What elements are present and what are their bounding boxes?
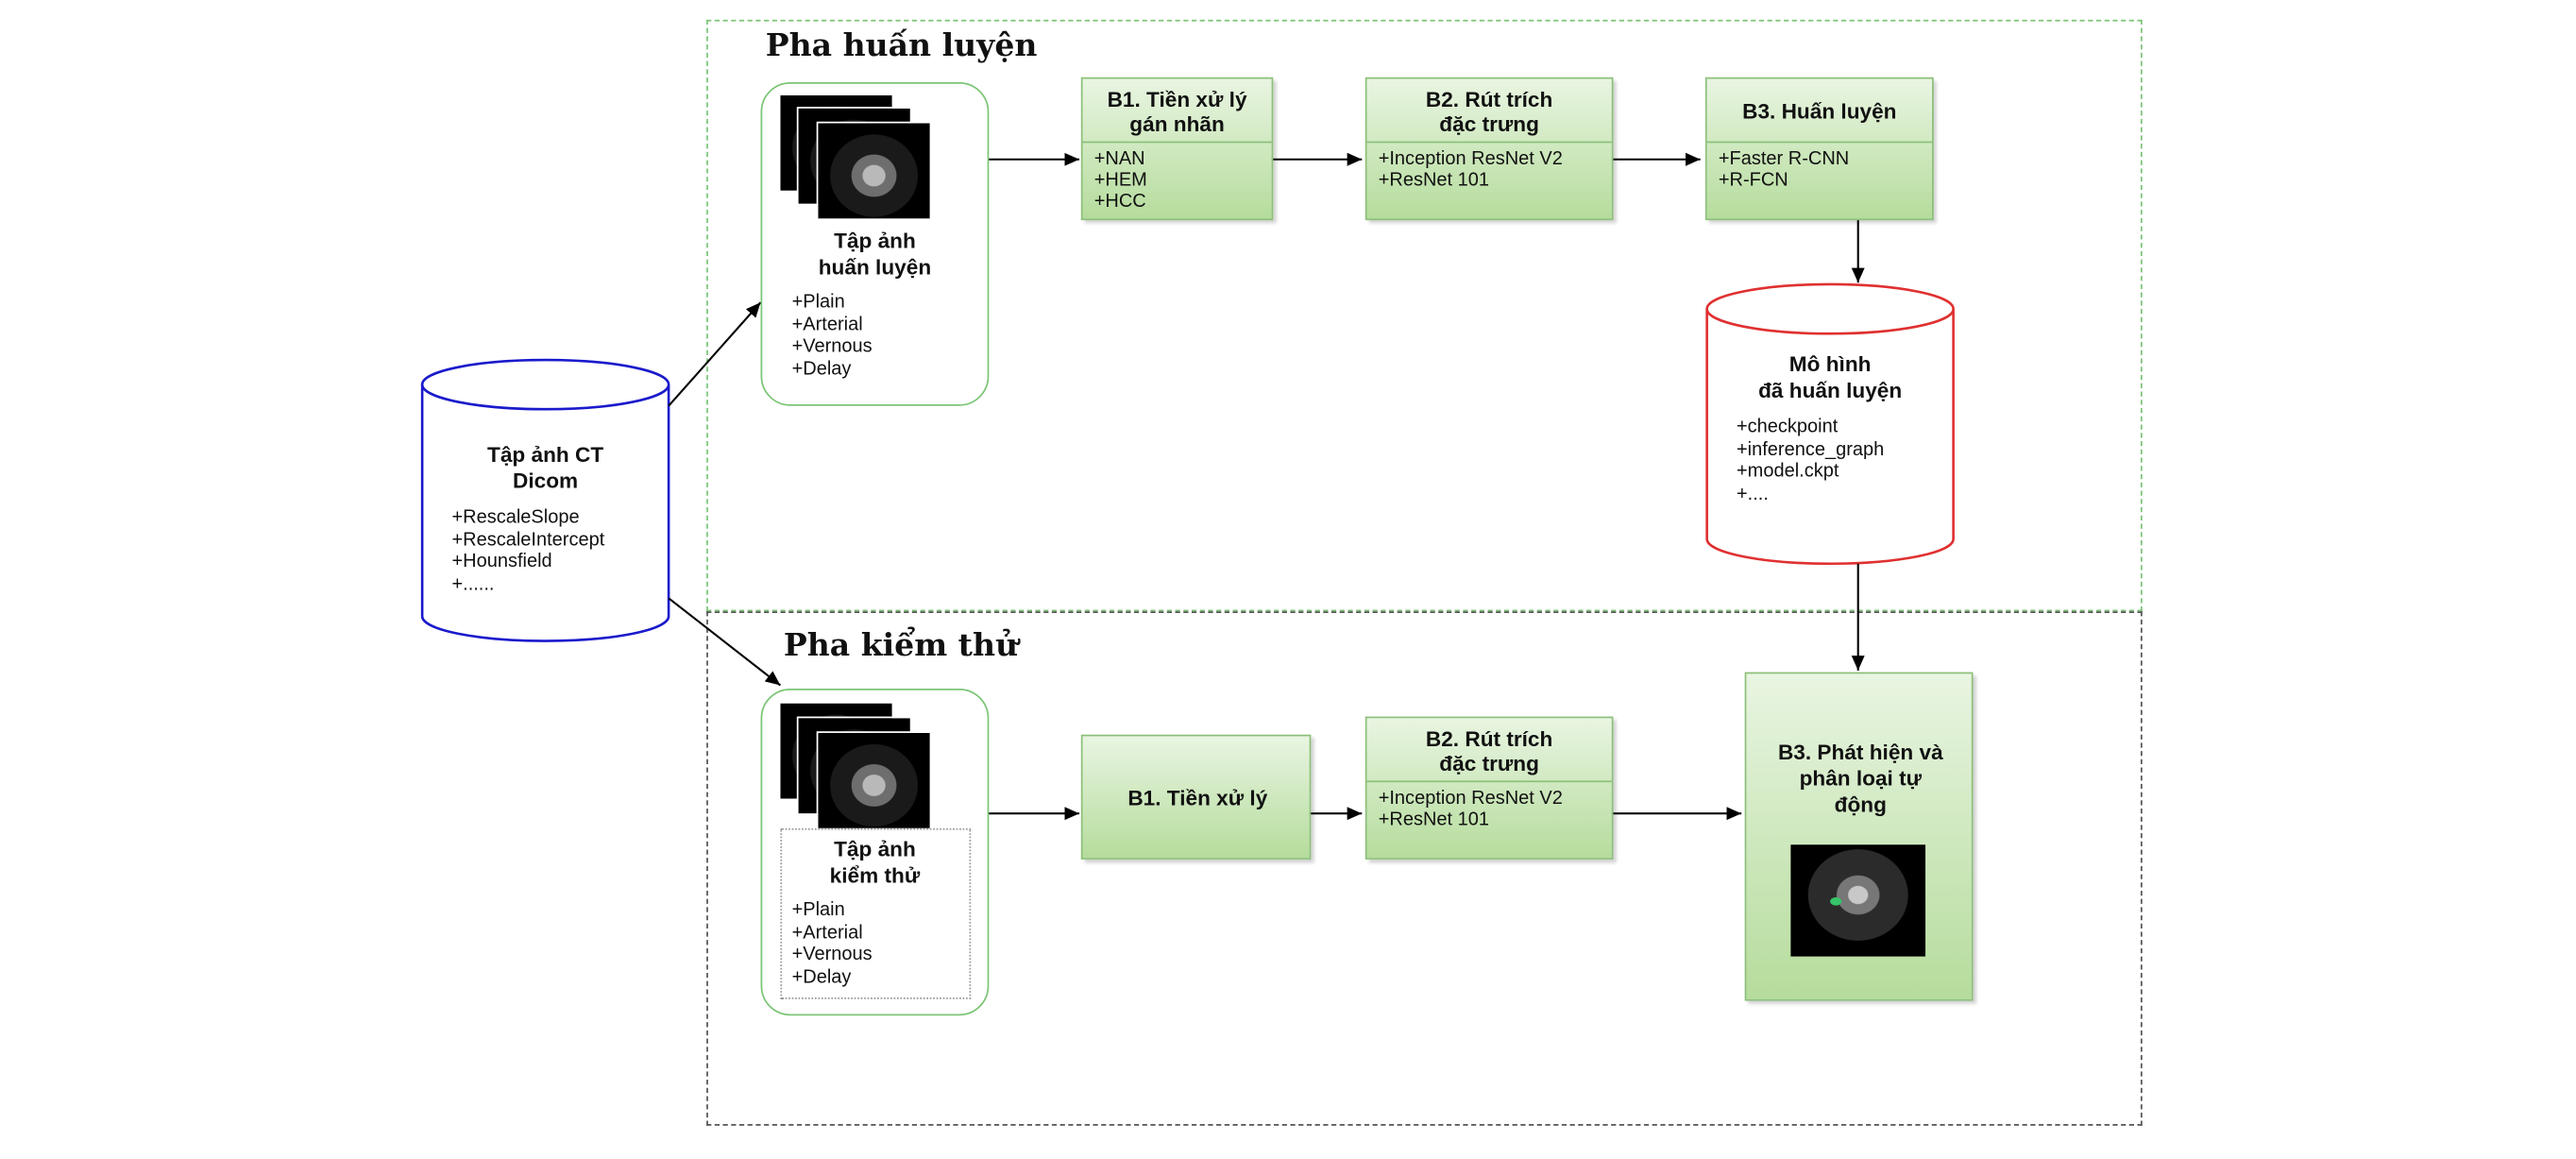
trained-model-title-line1: Mô hình xyxy=(1788,351,1872,377)
list-item: +NAN xyxy=(1093,149,1145,170)
training-set-title-line1: Tập ảnh xyxy=(834,228,916,253)
list-item: +Faster R-CNN xyxy=(1718,149,1850,170)
ct-dicom-title: Tập ảnh CT Dicom xyxy=(431,442,661,495)
test-set-title: Tập ảnh kiểm thử xyxy=(761,837,990,890)
arrow-db-to-test-set xyxy=(668,597,782,687)
test-set-inner-frame xyxy=(780,827,972,999)
ct-slice-image xyxy=(816,731,932,830)
ct-slice-image xyxy=(816,121,932,221)
test-b3-title: B3. Phát hiện và phân loại tự động xyxy=(1746,740,1974,819)
list-item: +HCC xyxy=(1093,192,1146,213)
list-item: +Plain xyxy=(791,292,845,313)
list-item: +Inception ResNet V2 xyxy=(1378,789,1563,809)
trained-model-cylinder xyxy=(1705,282,1955,566)
list-item: +R-FCN xyxy=(1718,170,1788,191)
ct-dicom-title-line2: Dicom xyxy=(513,468,579,493)
test-b1-title: B1. Tiền xử lý xyxy=(1127,785,1268,810)
training-set-list: +Plain +Arterial +Vernous +Delay xyxy=(792,293,873,382)
list-item: +HEM xyxy=(1093,170,1147,191)
list-item: +RescaleSlope xyxy=(451,507,580,528)
training-set-title: Tập ảnh huấn luyện xyxy=(761,229,990,281)
trained-model-title-line2: đã huấn luyện xyxy=(1758,378,1903,403)
list-item: +.... xyxy=(1736,484,1769,504)
list-item: +Arterial xyxy=(791,315,863,335)
test-b1-preprocess-box: B1. Tiền xử lý xyxy=(1080,734,1312,860)
list-item: +ResNet 101 xyxy=(1378,170,1490,191)
test-b3-title-line2: phân loại tự xyxy=(1799,765,1923,791)
testing-phase-frame xyxy=(706,611,2143,1126)
ct-dicom-title-line1: Tập ảnh CT xyxy=(487,442,604,468)
train-b2-feature-extraction-box: B2. Rút trích đặc trưng +Inception ResNe… xyxy=(1364,77,1614,221)
trained-model-title: Mô hình đã huấn luyện xyxy=(1715,351,1945,404)
test-b2-title-line1: B2. Rút trích xyxy=(1425,725,1553,752)
list-item: +ResNet 101 xyxy=(1378,810,1490,830)
ct-dicom-list: +RescaleSlope +RescaleIntercept +Hounsfi… xyxy=(451,508,604,597)
list-item: +Inception ResNet V2 xyxy=(1378,149,1563,170)
list-item: +Vernous xyxy=(791,336,873,357)
list-item: +Plain xyxy=(791,900,845,921)
list-item: +Delay xyxy=(791,966,852,987)
test-b2-title-line2: đặc trưng xyxy=(1439,751,1539,776)
training-phase-frame xyxy=(706,19,2143,612)
list-item: +Vernous xyxy=(791,945,873,965)
train-b1-title-line1: B1. Tiền xử lý xyxy=(1107,87,1247,112)
test-b3-title-line1: B3. Phát hiện và xyxy=(1777,739,1943,765)
arrow-db-to-train-set xyxy=(668,301,762,407)
test-b2-feature-extraction-box: B2. Rút trích đặc trưng +Inception ResNe… xyxy=(1364,716,1614,860)
train-b1-preprocess-label-box: B1. Tiền xử lý gán nhãn +NAN +HEM +HCC xyxy=(1080,77,1274,221)
list-item: +model.ckpt xyxy=(1736,461,1839,482)
test-set-title-line2: kiểm thử xyxy=(829,862,921,888)
list-item: +Hounsfield xyxy=(451,552,552,572)
testing-phase-title: Pha kiểm thử xyxy=(783,627,1019,664)
trained-model-list: +checkpoint +inference_graph +model.ckpt… xyxy=(1737,418,1884,506)
train-b2-title-line2: đặc trưng xyxy=(1439,111,1539,137)
test-set-title-line1: Tập ảnh xyxy=(834,836,916,861)
list-item: +RescaleIntercept xyxy=(451,530,605,550)
training-phase-title: Pha huấn luyện xyxy=(765,27,1038,64)
ct-dicom-cylinder xyxy=(420,358,670,642)
list-item: +checkpoint xyxy=(1736,417,1839,437)
test-b3-detection-box: B3. Phát hiện và phân loại tự động xyxy=(1744,672,1974,1001)
test-b3-title-line3: động xyxy=(1834,792,1887,817)
detection-result-image xyxy=(1790,844,1926,957)
list-item: +...... xyxy=(451,574,495,594)
test-set-list: +Plain +Arterial +Vernous +Delay xyxy=(792,900,873,989)
list-item: +inference_graph xyxy=(1736,439,1885,460)
train-b3-title: B3. Huấn luyện xyxy=(1742,98,1897,124)
list-item: +Arterial xyxy=(791,922,863,943)
training-set-title-line2: huấn luyện xyxy=(818,254,932,280)
list-item: +Delay xyxy=(791,359,852,380)
lesion-marker xyxy=(1830,896,1842,906)
train-b2-title-line1: B2. Rút trích xyxy=(1425,87,1553,112)
train-b3-training-box: B3. Huấn luyện +Faster R-CNN +R-FCN xyxy=(1704,77,1934,221)
train-b1-title-line2: gán nhãn xyxy=(1129,111,1225,137)
